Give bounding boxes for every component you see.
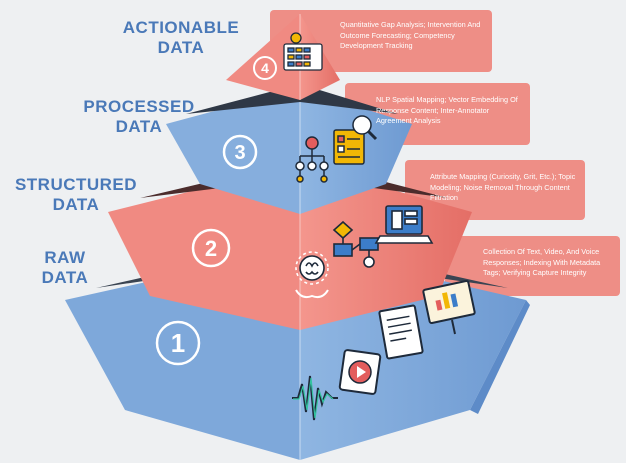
- badge-circle-3: [222, 134, 258, 170]
- level-4-number: 4: [261, 60, 269, 76]
- level-2-number: 2: [205, 236, 217, 261]
- number-badges: 1 2 3 4: [155, 56, 277, 366]
- level-2-callout-text: Attribute Mapping (Curiosity, Grit, Etc.…: [430, 172, 576, 202]
- level-2-label-line1: STRUCTURED: [14, 175, 138, 194]
- video-icon: [338, 349, 382, 395]
- level-3-label-line2: DATA: [115, 117, 163, 136]
- badge-circle-1: [155, 320, 201, 366]
- level-4-label: ACTIONABLE DATA: [118, 18, 244, 58]
- document-icon: [378, 304, 424, 360]
- level-2-label: STRUCTURED DATA: [12, 175, 140, 215]
- callout-box-2: [405, 160, 585, 220]
- presentation-chart-icon: [422, 279, 476, 335]
- dashboard-icon: [283, 32, 323, 71]
- brain-hands-icon: [295, 251, 329, 299]
- level-3-label-line1: PROCESSED: [83, 97, 195, 116]
- level-1-label-line1: RAW: [44, 248, 86, 267]
- level-1-label: RAW DATA: [30, 248, 100, 288]
- level-3-callout-text: NLP Spatial Mapping; Vector Embedding Of…: [376, 95, 518, 125]
- level-1-callout-text: Collection Of Text, Video, And Voice Res…: [483, 247, 601, 277]
- laptop-data-icon: [374, 205, 434, 244]
- level-1-number: 1: [171, 328, 185, 358]
- callout-box-1: [445, 236, 620, 296]
- badge-circle-2: [191, 228, 231, 268]
- level-4-callout-text: Quantitative Gap Analysis; Intervention …: [340, 20, 481, 50]
- waveform-icon: [292, 375, 338, 421]
- level-1-label-line2: DATA: [41, 268, 89, 287]
- level-3-label: PROCESSED DATA: [80, 97, 198, 137]
- hierarchy-icon: [295, 136, 329, 183]
- level-4-label-line1: ACTIONABLE: [122, 18, 240, 37]
- level-3-number: 3: [234, 142, 245, 164]
- badge-circle-4: [253, 56, 277, 80]
- data-analysis-icon: [333, 115, 378, 165]
- level-4-label-line2: DATA: [157, 38, 205, 57]
- level-2-label-line2: DATA: [52, 195, 100, 214]
- flowchart-icon: [332, 220, 379, 268]
